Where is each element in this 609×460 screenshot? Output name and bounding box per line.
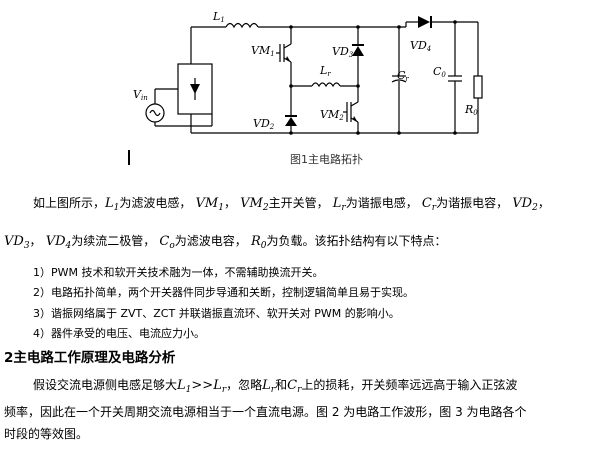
- paragraph-line-1: 假设交流电源侧电感足够大L1>>Lr，忽略Lr和Cr上的损耗，开关频率远远高于输…: [33, 378, 518, 395]
- paragraph-line-2: 频率，因此在一个开关周期交流电源相当于一个直流电源。图 2 为电路工作波形，图 …: [4, 405, 527, 419]
- paragraph-line-2: VD3， VD4为续流二极管， Co为滤波电容， R0为负载。该拓扑结构有以下特…: [4, 234, 447, 251]
- label-vm1: VM1: [251, 44, 275, 58]
- circuit-diagram: [145, 16, 483, 135]
- section-heading: 2主电路工作原理及电路分析: [4, 350, 176, 366]
- figure-caption: 图1主电路拓扑: [290, 153, 363, 166]
- paragraph-line-3: 时段的等效图。: [4, 427, 89, 441]
- paragraph-line-1: 如上图所示，L1为滤波电感， VM1， VM2主开关管， Lr为谐振电感， Cr…: [33, 196, 550, 213]
- label-vin: Vin: [133, 88, 148, 102]
- list-item: 4）器件承受的电压、电流应力小。: [33, 327, 205, 340]
- label-cr: Cr: [397, 69, 409, 83]
- label-vd2: VD2: [253, 117, 275, 131]
- label-vd3: VD3: [332, 45, 354, 59]
- inductor-lr: [311, 82, 341, 88]
- label-r0: R0: [465, 103, 478, 117]
- text-cursor: [128, 150, 130, 165]
- label-vm2: VM2: [320, 108, 344, 122]
- list-item: 1）PWM 技术和软开关技术融为一体，不需辅助换流开关。: [33, 266, 324, 279]
- label-c0: C0: [433, 65, 446, 79]
- circuit-figure: L1 VM1 VD3 VD4 Lr Cr C0 R0 VM2 VD2 Vin 图…: [0, 0, 609, 180]
- list-item: 3）谐振网络属于 ZVT、ZCT 并联谐振直流环、软开关对 PWM 的影响小。: [33, 307, 400, 320]
- diode-vd3: [352, 46, 364, 56]
- label-vd4: VD4: [410, 39, 432, 53]
- label-lr: Lr: [320, 64, 331, 78]
- diode-vd2: [285, 117, 297, 126]
- label-l1: L1: [213, 10, 225, 24]
- inductor-l1: [225, 22, 259, 29]
- diode-vd4: [418, 16, 430, 28]
- resistor-r0: [473, 75, 483, 99]
- list-item: 2）电路拓扑简单，两个开关器件同步导通和关断，控制逻辑简单且易于实现。: [33, 286, 414, 299]
